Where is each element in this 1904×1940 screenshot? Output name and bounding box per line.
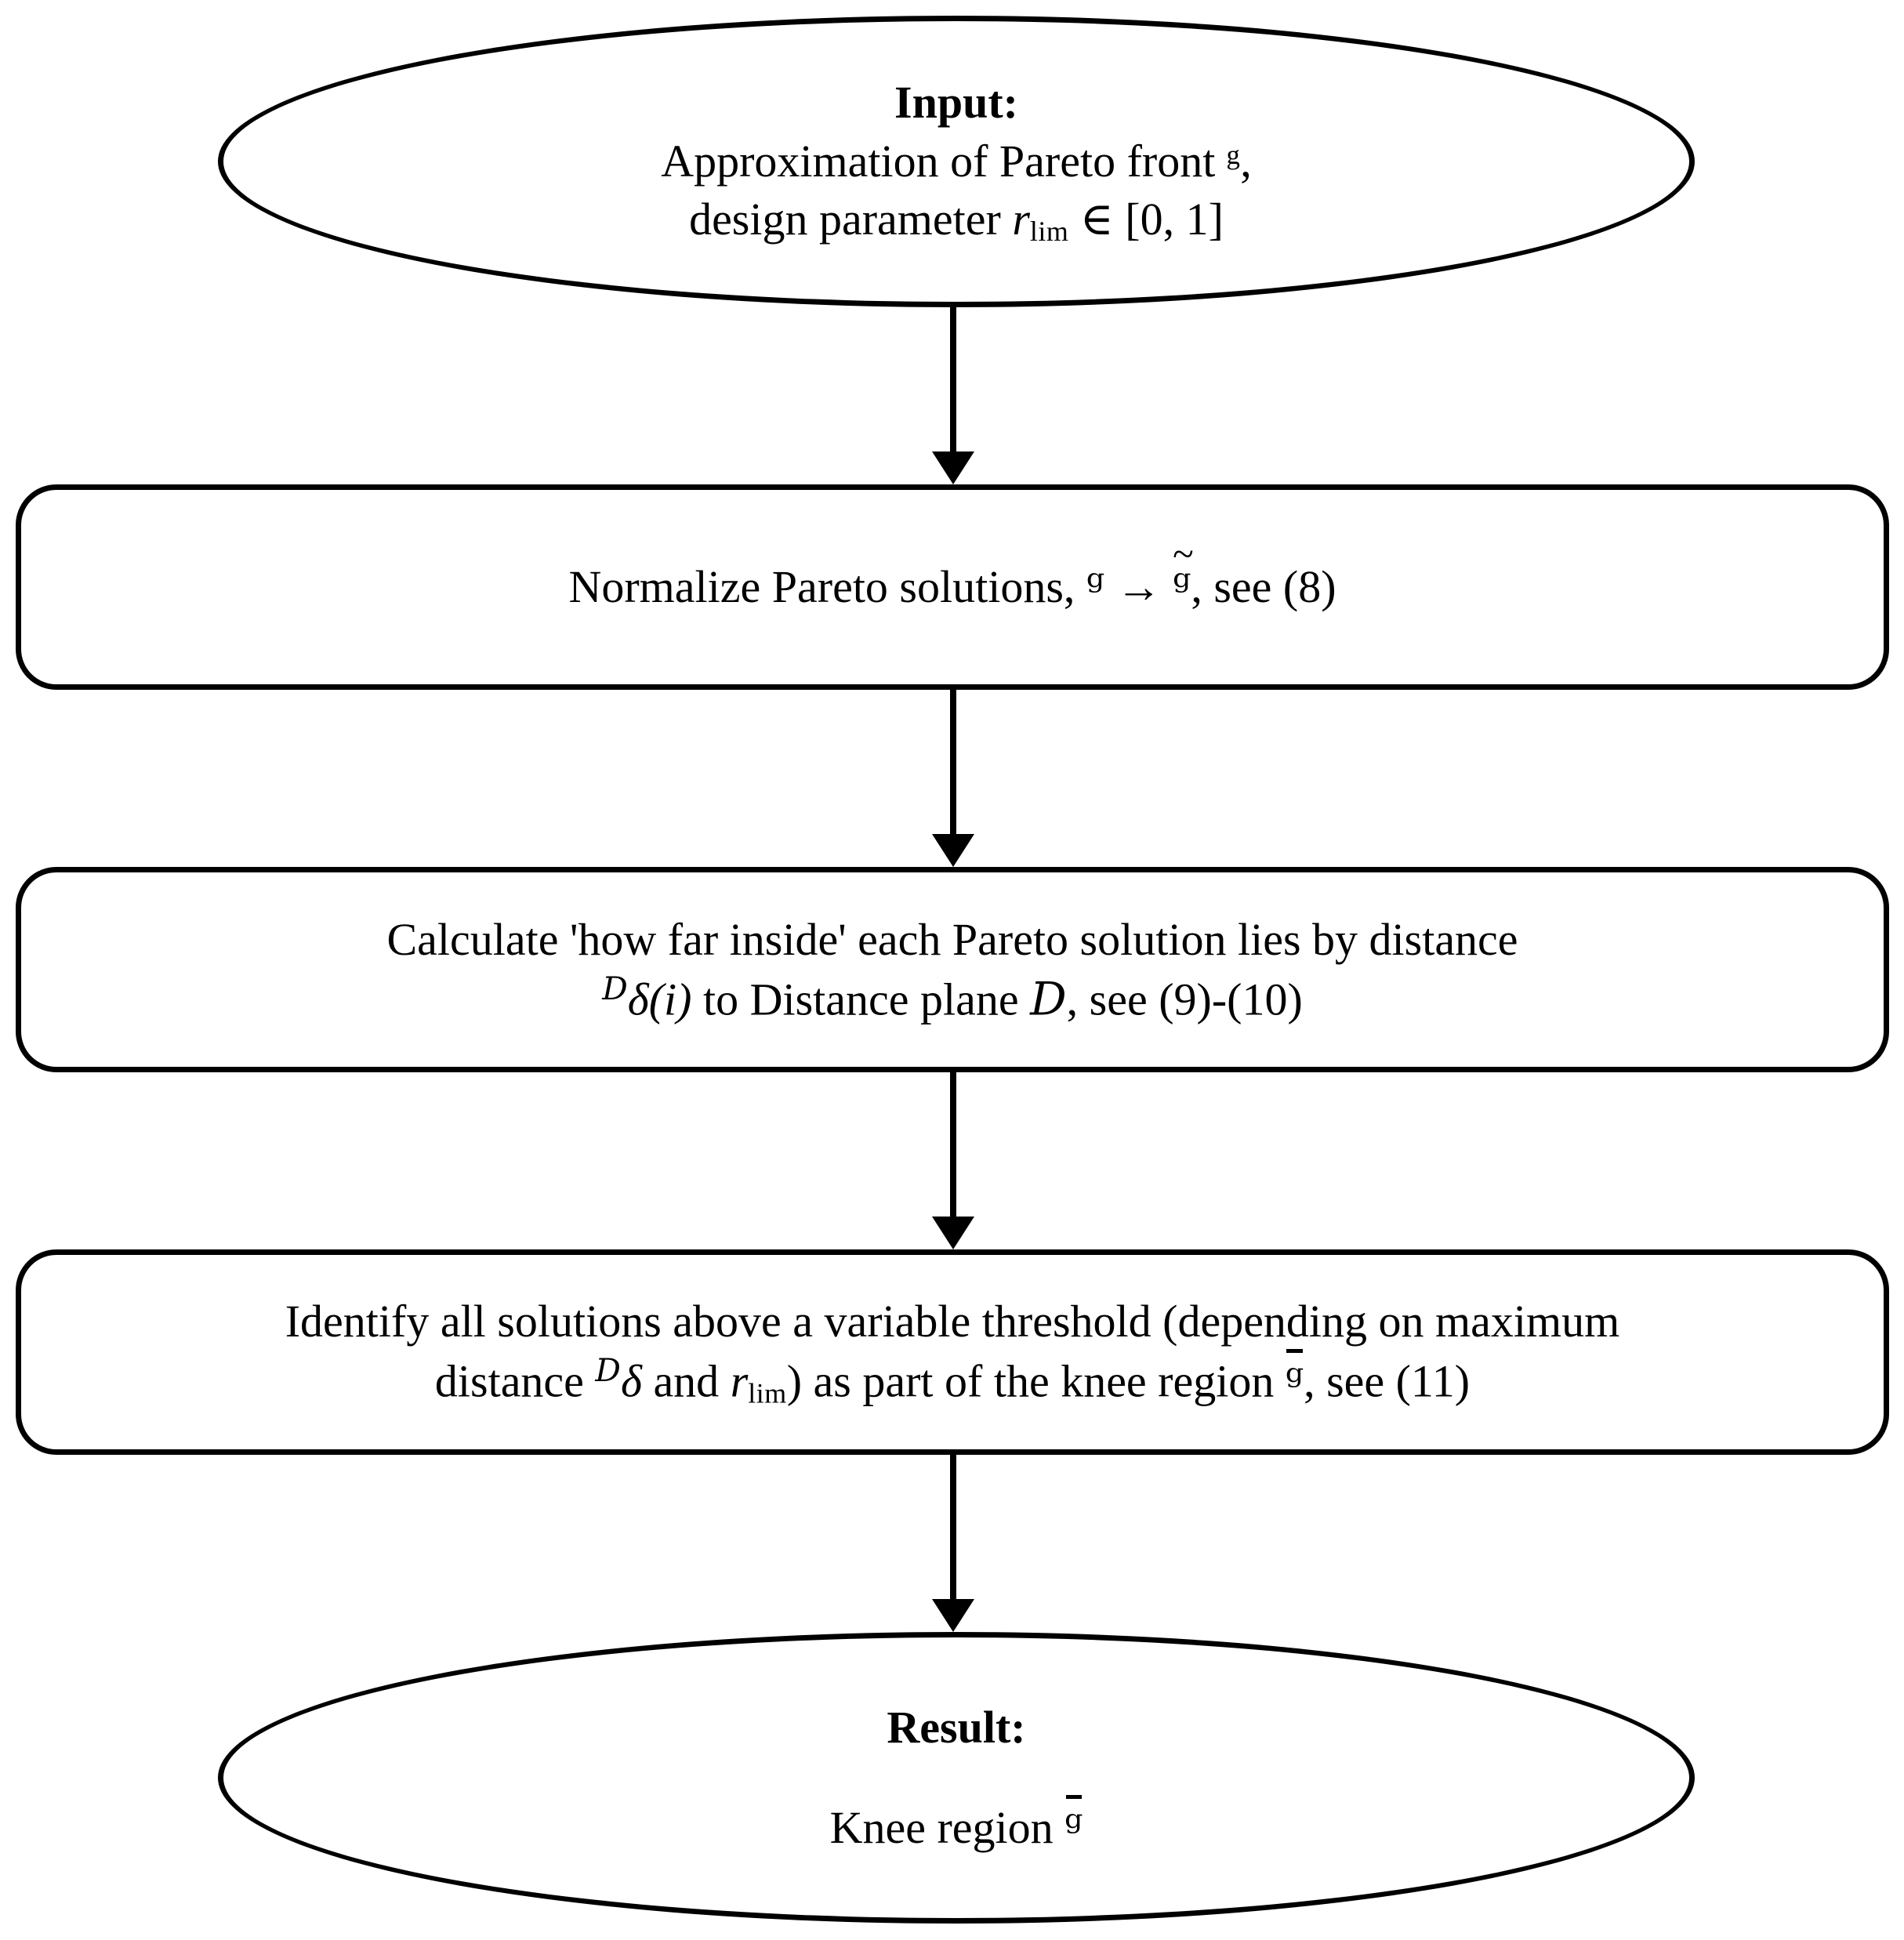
node-calculate: Calculate 'how far inside' each Pareto s… [16,867,1889,1072]
result-line-1: Knee region ᵍ [830,1795,1083,1857]
j-symbol: ᵍ [1086,560,1105,614]
tilde-accent: ~ [1173,531,1194,575]
j-tilde-symbol: ~ᵍ [1173,531,1194,614]
distance-plane-superscript: D [602,969,628,1007]
r-subscript-2: lim [748,1377,787,1409]
result-heading: Result: [887,1702,1026,1753]
r-subscript: lim [1029,215,1069,247]
calculate-line-2: Dδ(i) to Distance plane D, see (9)-(10) [602,969,1303,1026]
delta-i-symbol: δ(i) [627,974,692,1025]
input-line-1: Approximation of Pareto front ᵍ, [661,135,1252,187]
r-symbol: r [1012,193,1030,245]
identify-line-1: Identify all solutions above a variable … [285,1296,1620,1347]
node-input: Input: Approximation of Pareto front ᵍ, … [218,16,1695,307]
input-line-2: design parameter rlim ∈ [0, 1] [689,193,1224,247]
node-identify: Identify all solutions above a variable … [16,1249,1889,1455]
input-heading: Input: [894,77,1018,129]
identify-line-2: distance Dδ and rlim) as part of the kne… [435,1349,1470,1411]
calculate-line-1: Calculate 'how far inside' each Pareto s… [386,913,1518,965]
delta-symbol: δ [620,1355,642,1407]
distance-plane-symbol: D [1030,972,1067,1026]
node-result: Result: Knee region ᵍ [218,1632,1695,1924]
normalize-text: Normalize Pareto solutions, ᵍ → ~ᵍ, see … [568,531,1336,616]
j-bar-symbol: ᵍ [1286,1349,1304,1411]
bar-accent-result [1065,1795,1082,1800]
max-distance-superscript: D [595,1351,621,1390]
bar-accent [1286,1349,1303,1354]
r-symbol-2: r [730,1355,749,1407]
j-bar-symbol-result: ᵍ [1064,1795,1083,1857]
node-normalize: Normalize Pareto solutions, ᵍ → ~ᵍ, see … [16,484,1889,690]
